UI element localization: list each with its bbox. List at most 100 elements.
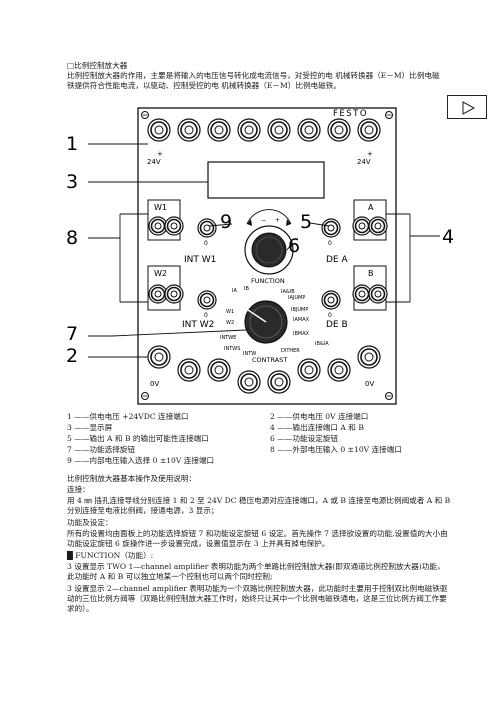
callout-4: 4 xyxy=(442,226,454,248)
w2-label: W2 xyxy=(154,269,167,278)
callout-6: 6 xyxy=(288,235,300,257)
jack-bottom xyxy=(237,370,261,394)
jack-a xyxy=(368,216,388,236)
w1-label: W1 xyxy=(154,203,167,212)
function-label: FUNCTION xyxy=(251,277,285,285)
body-paragraph: █ FUNCTION（功能）: xyxy=(67,551,154,560)
legend-item: 7 ——功能选择旋钮 xyxy=(67,445,135,454)
voltage-24v-left: 24V xyxy=(147,158,161,166)
jack-bottom xyxy=(297,358,321,382)
jack-bottom xyxy=(177,358,201,382)
callout-7: 7 xyxy=(66,323,78,345)
jack-deb xyxy=(321,290,341,310)
jack-b xyxy=(368,284,388,304)
zero-label: 0 xyxy=(328,240,332,247)
minus-sign: − xyxy=(261,217,266,224)
body-paragraph: 连接： xyxy=(67,485,90,494)
a-box xyxy=(353,199,387,241)
callout-2: 2 xyxy=(66,345,78,367)
page-title: □比例控制放大器 xyxy=(67,61,128,70)
legend-item: 6 ——功能设定旋钮 xyxy=(270,434,338,443)
svg-text:W1: W1 xyxy=(226,309,234,315)
jack-bottom xyxy=(327,358,351,382)
screw-tl xyxy=(141,111,149,119)
legend-item: 3 ——显示屏 xyxy=(67,423,113,432)
voltage-24v-right: 24V xyxy=(357,158,371,166)
svg-text:DITHER: DITHER xyxy=(281,348,300,354)
jack-w1 xyxy=(148,216,168,236)
jack-bottom xyxy=(357,345,381,369)
body-paragraph: 比例控制放大器基本操作及使用说明： xyxy=(67,474,197,483)
jack-top xyxy=(297,118,321,142)
screw-bl xyxy=(141,392,149,400)
screw-br xyxy=(385,392,393,400)
screw-tr xyxy=(385,111,393,119)
svg-text:INTWS: INTWS xyxy=(224,346,240,352)
play-button[interactable] xyxy=(447,95,487,119)
jack-top xyxy=(147,118,171,142)
jack-b xyxy=(352,284,372,304)
svg-text:IA: IA xyxy=(232,288,237,294)
jack-top xyxy=(267,118,291,142)
legend-item: 1 ——供电电压 +24VDC 连接端口 xyxy=(67,412,189,421)
svg-text:W2: W2 xyxy=(226,320,234,326)
jack-top xyxy=(357,118,381,142)
body-paragraph: 3 设置显示 TWO 1—channel amplifier 表明功能为两个单路… xyxy=(67,562,445,581)
svg-text:IAJUMP: IAJUMP xyxy=(288,295,305,301)
svg-text:INTW: INTW xyxy=(243,351,256,357)
int-w2-label: INT W2 xyxy=(182,320,214,330)
jack-top xyxy=(207,118,231,142)
a-label: A xyxy=(368,203,374,212)
festo-logo: FESTO xyxy=(333,109,368,119)
svg-text:IA&IB: IA&IB xyxy=(281,289,295,295)
plus-label-right: + xyxy=(367,150,373,158)
jack-bottom xyxy=(207,358,231,382)
legend-item: 5 ——输出 A 和 B 的输出可能性连接端口 xyxy=(67,434,209,443)
legend-item: 2 ——供电电压 0V 连接端口 xyxy=(270,412,369,421)
body-paragraph: 用 4 ㎜ 插孔连接导线分别连接 1 和 2 至 24V DC 稳压电源对应连接… xyxy=(67,496,451,515)
plus-sign: + xyxy=(275,217,280,224)
callout-9: 9 xyxy=(220,211,232,233)
b-label: B xyxy=(368,269,374,278)
callout-5: 5 xyxy=(300,211,312,233)
legend-item: 9 ——内部电压输入选择 0 ±10V 连接端口 xyxy=(67,456,215,465)
voltage-0v-left: 0V xyxy=(150,380,159,388)
b-box xyxy=(353,265,387,311)
jack-int-w1 xyxy=(197,218,217,238)
jack-top xyxy=(327,118,351,142)
play-icon xyxy=(462,101,476,115)
jack-w2 xyxy=(148,284,168,304)
svg-text:IB: IB xyxy=(244,286,249,292)
callout-1: 1 xyxy=(66,133,78,155)
svg-text:INTWE: INTWE xyxy=(220,335,236,341)
jack-bottom xyxy=(267,370,291,394)
zero-label: 0 xyxy=(204,240,208,247)
contrast-label: CONTRAST xyxy=(252,356,287,364)
jack-a xyxy=(352,216,372,236)
body-paragraph: 3 设置显示 2—channel amplifier 表明功能为一个双路比例控制… xyxy=(67,584,448,613)
zero-label: 0 xyxy=(204,312,208,319)
callout-8: 8 xyxy=(66,227,78,249)
legend-item: 4 ——输出连接端口 A 和 B xyxy=(270,423,364,432)
svg-text:IAMAX: IAMAX xyxy=(293,317,310,323)
body-paragraph: 功能及设定： xyxy=(67,518,113,527)
display-screen xyxy=(207,161,325,199)
intro-paragraph: 比例控制放大器的作用，主要是将输入的电压信号转化成电流信号，对受控的电 机械转换… xyxy=(67,71,440,90)
jack-dea xyxy=(321,218,341,238)
svg-text:IBJUMP: IBJUMP xyxy=(291,307,308,313)
jack-bottom xyxy=(147,345,171,369)
deb-label: DE B xyxy=(326,320,348,330)
svg-text:IBMAX: IBMAX xyxy=(293,331,310,337)
jack-w1 xyxy=(164,216,184,236)
plus-label-left: + xyxy=(157,150,163,158)
body-paragraph: 所有的设置均由面板上的功能选择旋钮 7 和功能设定旋钮 6 设定。首先操作 7 … xyxy=(67,529,448,548)
voltage-0v-right: 0V xyxy=(365,380,374,388)
jack-int-w2 xyxy=(197,290,217,310)
legend-item: 8 ——外部电压输入 0 ±10V 连接端口 xyxy=(270,445,402,454)
jack-w2 xyxy=(164,284,184,304)
zero-label: 0 xyxy=(328,312,332,319)
jack-top xyxy=(177,118,201,142)
jack-top xyxy=(237,118,261,142)
svg-text:IB&IA: IB&IA xyxy=(315,341,329,347)
